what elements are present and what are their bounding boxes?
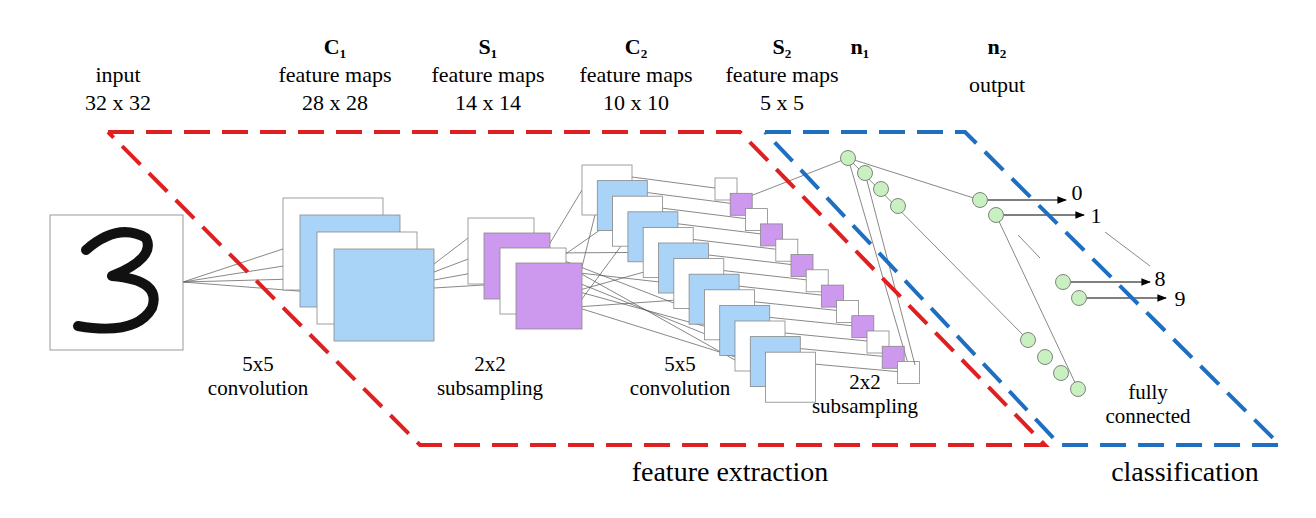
layer-label: 5 x 5 [760, 90, 804, 115]
layer-label: 14 x 14 [455, 90, 521, 115]
layer-label: 2x2 subsampling [425, 352, 555, 400]
feature-map [334, 249, 434, 341]
layer-label: 28 x 28 [302, 90, 368, 115]
output-arrow [1087, 297, 1166, 298]
output-arrow [1071, 281, 1150, 282]
connection-line [752, 158, 848, 195]
layer-label: feature maps [279, 62, 392, 87]
layer-name: n₁ [851, 34, 870, 59]
connection-line [848, 158, 907, 362]
neuron [1071, 382, 1086, 397]
neuron [989, 208, 1004, 223]
connection-line [848, 158, 980, 200]
layer-label: input [95, 62, 140, 87]
layer-label: feature maps [580, 62, 693, 87]
layer-label: fully connected [1096, 380, 1201, 428]
input-image [50, 215, 183, 350]
neuron [874, 182, 889, 197]
dashed-outline [765, 132, 1280, 445]
class-label: 9 [1175, 286, 1186, 311]
layer-label: feature maps [432, 62, 545, 87]
layer-label: 32 x 32 [85, 90, 151, 115]
dashed-outline [108, 132, 1045, 445]
layer-name: S₂ [773, 34, 792, 59]
neuron [858, 166, 873, 181]
layer-name: S₁ [479, 34, 498, 59]
layer-name: C₂ [625, 34, 647, 59]
layer-label: 2x2 subsampling [800, 370, 930, 418]
connection-line [576, 299, 689, 307]
neuron [1056, 275, 1071, 290]
layer-label: feature maps [726, 62, 839, 87]
feature-map [516, 263, 582, 329]
neuron [1038, 350, 1053, 365]
layer-label: 10 x 10 [603, 90, 669, 115]
neuron [841, 151, 856, 166]
neuron [1054, 366, 1069, 381]
layer-name: C₁ [324, 34, 346, 59]
region-title: classification [1111, 457, 1259, 488]
feature-map [897, 362, 919, 384]
connection-line [1105, 232, 1150, 266]
feature-map [766, 352, 816, 402]
region: classification [740, 125, 1300, 490]
layer-label: 5x5 convolution [196, 352, 321, 400]
connection-line [576, 237, 628, 307]
connection-line [1018, 235, 1040, 258]
class-label: 8 [1155, 266, 1166, 291]
layer-label: 5x5 convolution [618, 352, 743, 400]
layer-name: n₂ [988, 34, 1007, 59]
neuron [891, 199, 906, 214]
handwritten-digit [78, 232, 154, 328]
class-label: 0 [1072, 180, 1083, 205]
region: feature extraction [100, 125, 1060, 490]
connection-line [434, 238, 468, 264]
neuron [1021, 333, 1036, 348]
region-title: feature extraction [632, 457, 829, 488]
neuron [1072, 291, 1087, 306]
output-arrow [988, 199, 1066, 200]
neuron [973, 193, 988, 208]
layer-label: output [969, 72, 1025, 97]
output-arrow [1004, 214, 1084, 215]
class-label: 1 [1091, 203, 1102, 228]
connection-line [996, 215, 1078, 389]
